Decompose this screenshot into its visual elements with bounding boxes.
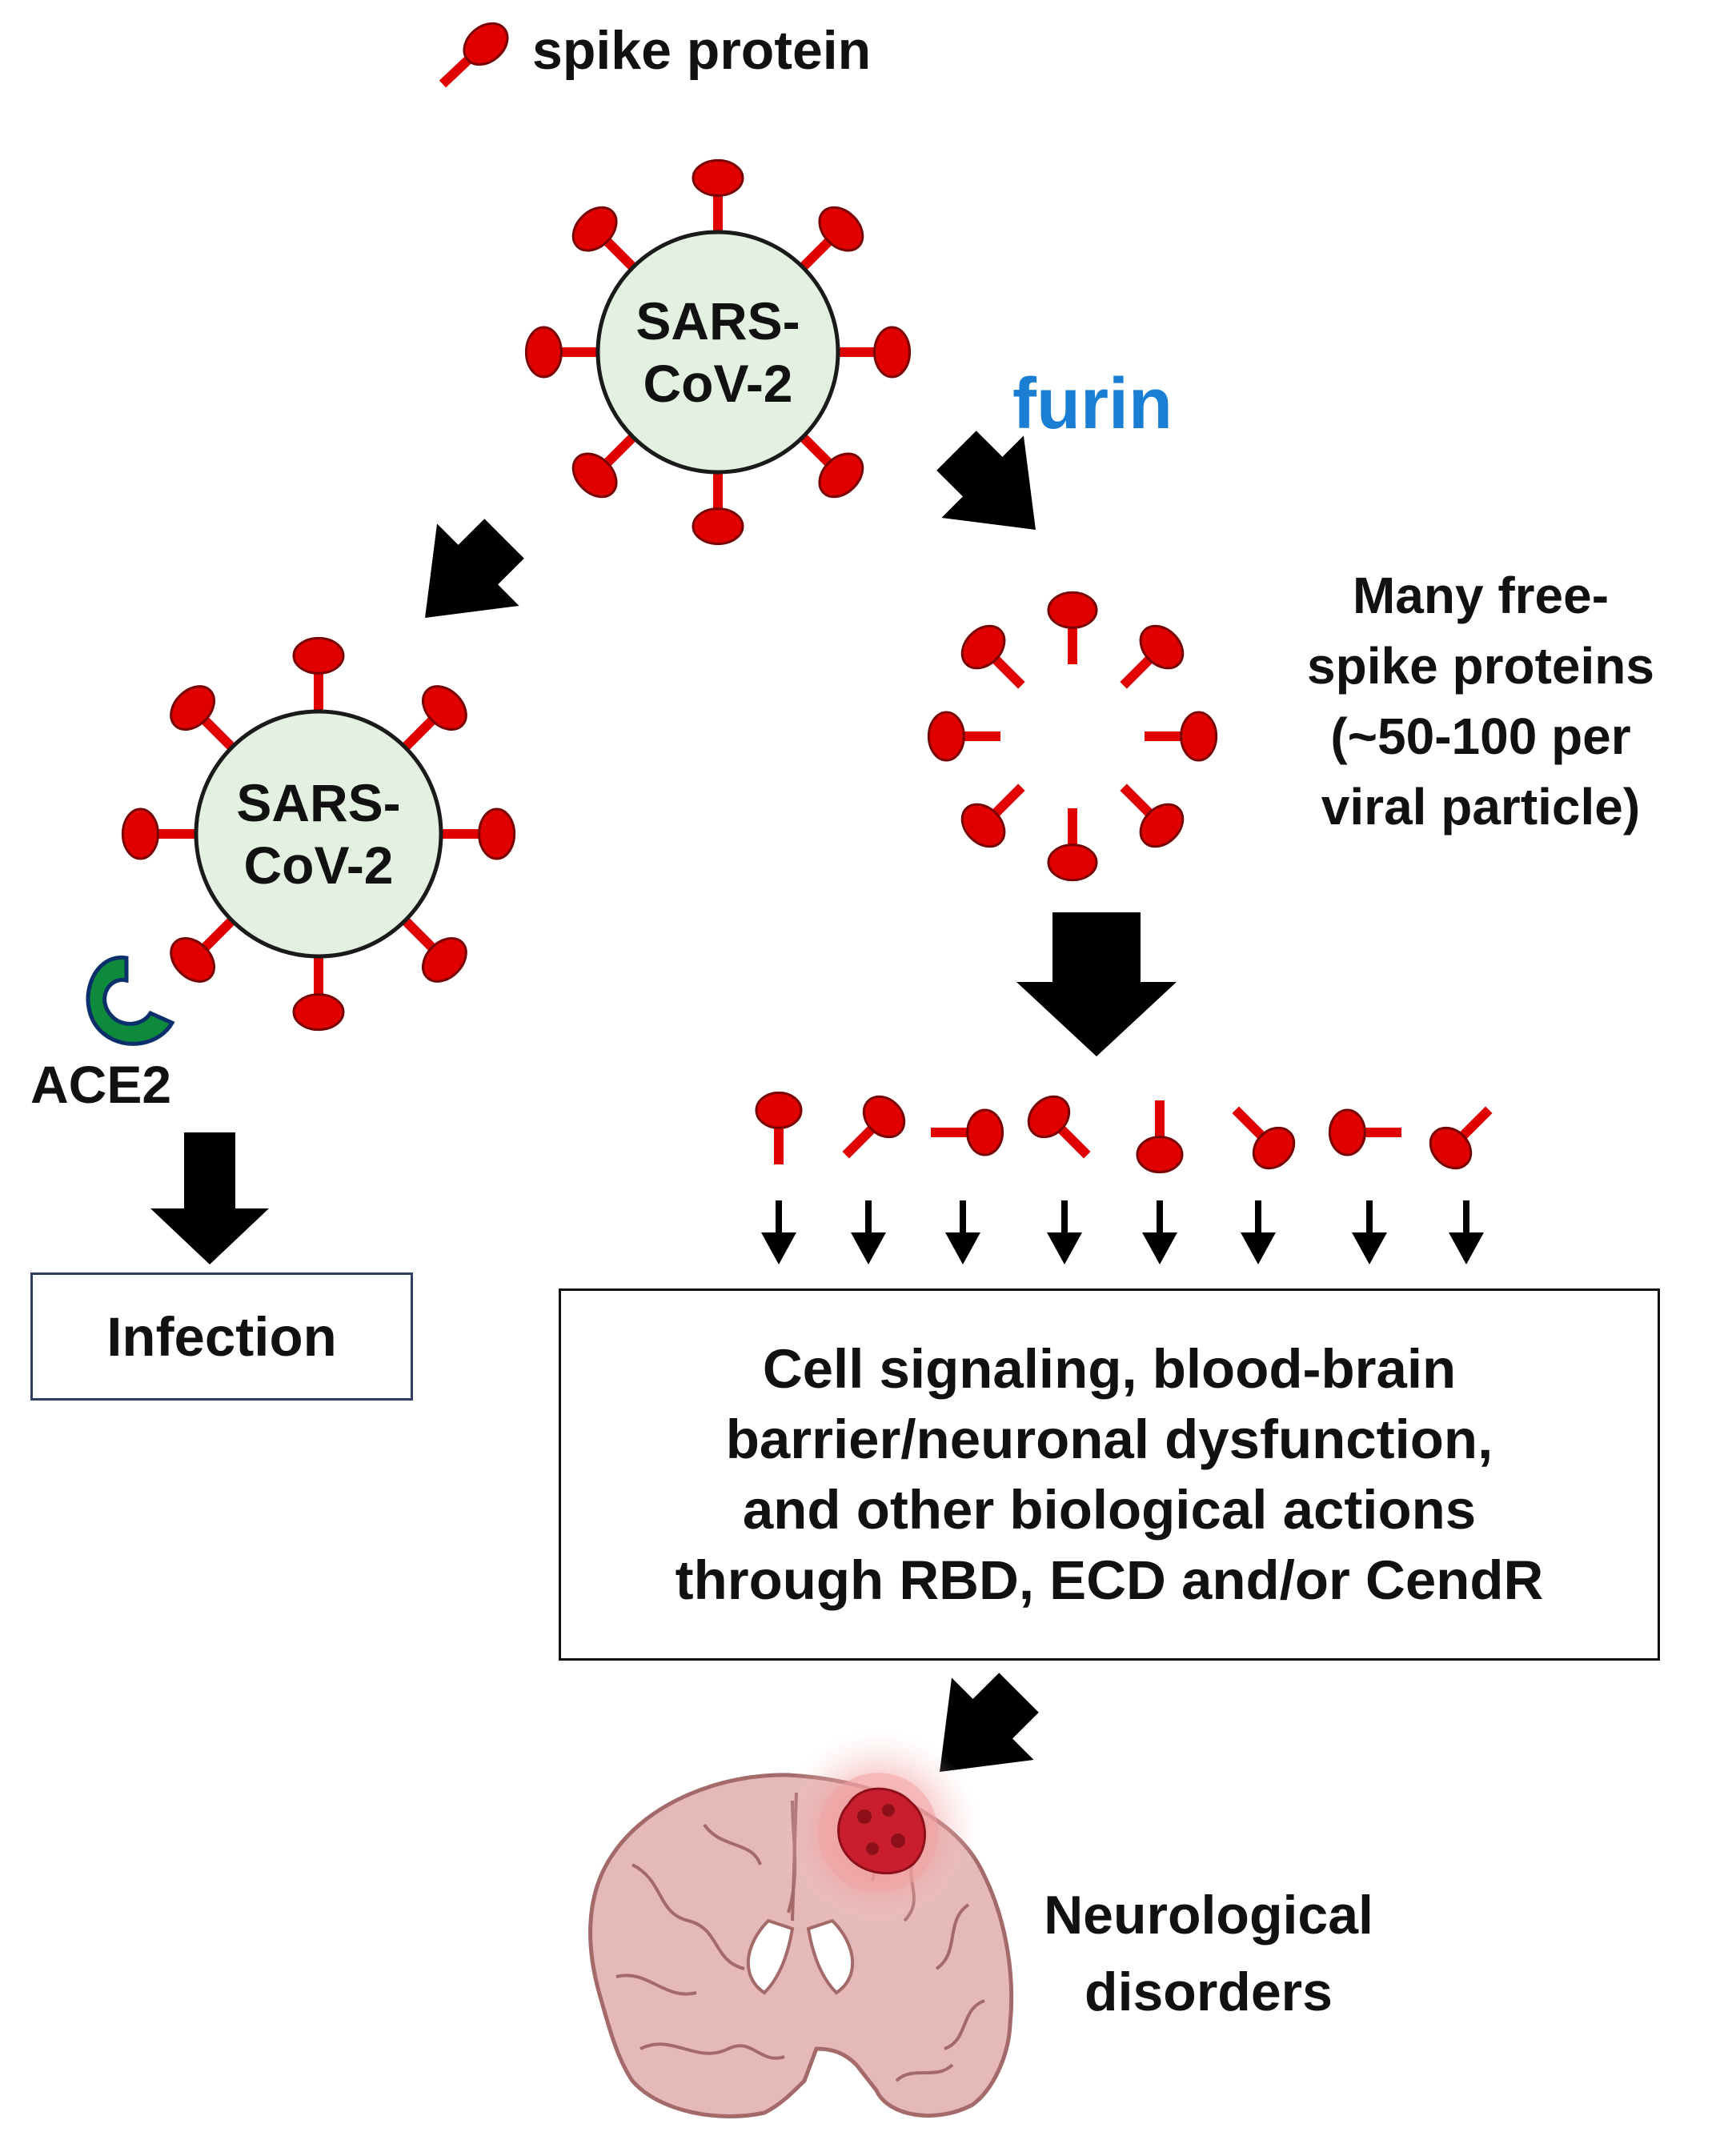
actions-line2: barrier/neuronal dysfunction, — [725, 1408, 1493, 1470]
small-down-arrow — [1241, 1200, 1276, 1264]
biological-actions-box: Cell signaling, blood-brain barrier/neur… — [559, 1288, 1660, 1661]
free-spikes-label-line2: spike proteins — [1307, 637, 1654, 695]
free-spike — [960, 783, 1025, 848]
arrow-to-brain — [940, 1673, 1039, 1772]
legend-label: spike protein — [532, 20, 872, 81]
free-spike-row — [755, 1091, 1493, 1174]
virus-left-spike — [121, 808, 204, 860]
virus-left-spike — [395, 911, 467, 983]
small-down-arrow — [1352, 1200, 1387, 1264]
virus-left-spike — [170, 911, 242, 983]
small-down-arrow — [945, 1200, 980, 1264]
virus-top-spike — [793, 427, 864, 499]
free-spikes-label-line4: viral particle) — [1321, 778, 1641, 836]
outcome-label-line2: disorders — [1084, 1962, 1333, 2022]
virus-left-spike — [433, 808, 516, 860]
free-spike — [931, 1108, 1004, 1156]
arrow-furin-cleavage — [936, 431, 1036, 530]
virus-top — [524, 158, 912, 546]
small-down-arrow — [1047, 1200, 1082, 1264]
free-spike — [1027, 1095, 1091, 1159]
virus-left-spike — [292, 948, 345, 1032]
free-spike — [842, 1095, 906, 1159]
free-spikes-label-line1: Many free- — [1352, 567, 1610, 624]
virus-top-spike — [793, 206, 864, 277]
virus-top-spike — [692, 158, 744, 240]
small-down-arrow — [851, 1200, 886, 1264]
virus-left-spike — [292, 636, 345, 719]
furin-label: furin — [1012, 364, 1173, 444]
free-spike — [1429, 1106, 1493, 1170]
virus-left-label: SARS- CoV-2 — [198, 771, 439, 896]
virus-left — [121, 636, 516, 1032]
virus-left-label-line1: SARS- — [236, 773, 401, 832]
actions-line4: through RBD, ECD and/or CendR — [675, 1549, 1544, 1611]
free-spike — [960, 624, 1025, 689]
outcome-label-line1: Neurological — [1044, 1885, 1373, 1946]
legend-spike-icon — [439, 22, 509, 88]
small-down-arrow — [1142, 1200, 1177, 1264]
small-down-arrow — [1449, 1200, 1484, 1264]
free-spike-ring — [927, 591, 1218, 882]
virus-left-label-line2: CoV-2 — [243, 836, 394, 895]
free-spike — [1328, 1108, 1401, 1156]
free-spike — [755, 1091, 803, 1164]
actions-line1: Cell signaling, blood-brain — [762, 1337, 1457, 1400]
brain-lesion — [776, 1730, 980, 1935]
arrow-to-infection — [150, 1132, 269, 1264]
actions-line3: and other biological actions — [742, 1478, 1477, 1541]
free-spike — [927, 711, 1000, 762]
small-arrow-row — [761, 1200, 1484, 1264]
free-spikes-label: Many free- spike proteins (~50-100 per v… — [1257, 560, 1705, 842]
outcome-label: Neurological disorders — [992, 1877, 1425, 2030]
virus-top-spike — [524, 326, 606, 379]
free-spike — [1120, 624, 1185, 689]
free-spike — [1136, 1100, 1184, 1174]
virus-left-spike — [395, 685, 467, 757]
free-spike — [1047, 808, 1098, 882]
small-down-arrow — [761, 1200, 796, 1264]
infection-box: Infection — [30, 1272, 413, 1401]
free-spike — [1145, 711, 1218, 762]
virus-top-label: SARS- CoV-2 — [598, 290, 838, 415]
arrow-down-free-spikes — [1016, 912, 1177, 1056]
arrow-to-left-virus — [425, 519, 524, 618]
free-spikes-label-line3: (~50-100 per — [1330, 707, 1631, 765]
virus-top-label-line1: SARS- — [635, 291, 800, 351]
free-spike — [1120, 783, 1185, 848]
virus-top-label-line2: CoV-2 — [643, 354, 793, 413]
ace2-receptor-icon — [86, 956, 175, 1046]
virus-top-spike — [830, 326, 912, 379]
virus-left-spike — [170, 685, 242, 757]
virus-top-spike — [692, 464, 744, 546]
virus-top-spike — [571, 427, 643, 499]
free-spike — [1232, 1106, 1296, 1170]
infection-label: Infection — [106, 1305, 337, 1368]
ace2-label: ACE2 — [30, 1055, 172, 1114]
free-spike — [1047, 591, 1098, 664]
virus-top-spike — [571, 206, 643, 277]
